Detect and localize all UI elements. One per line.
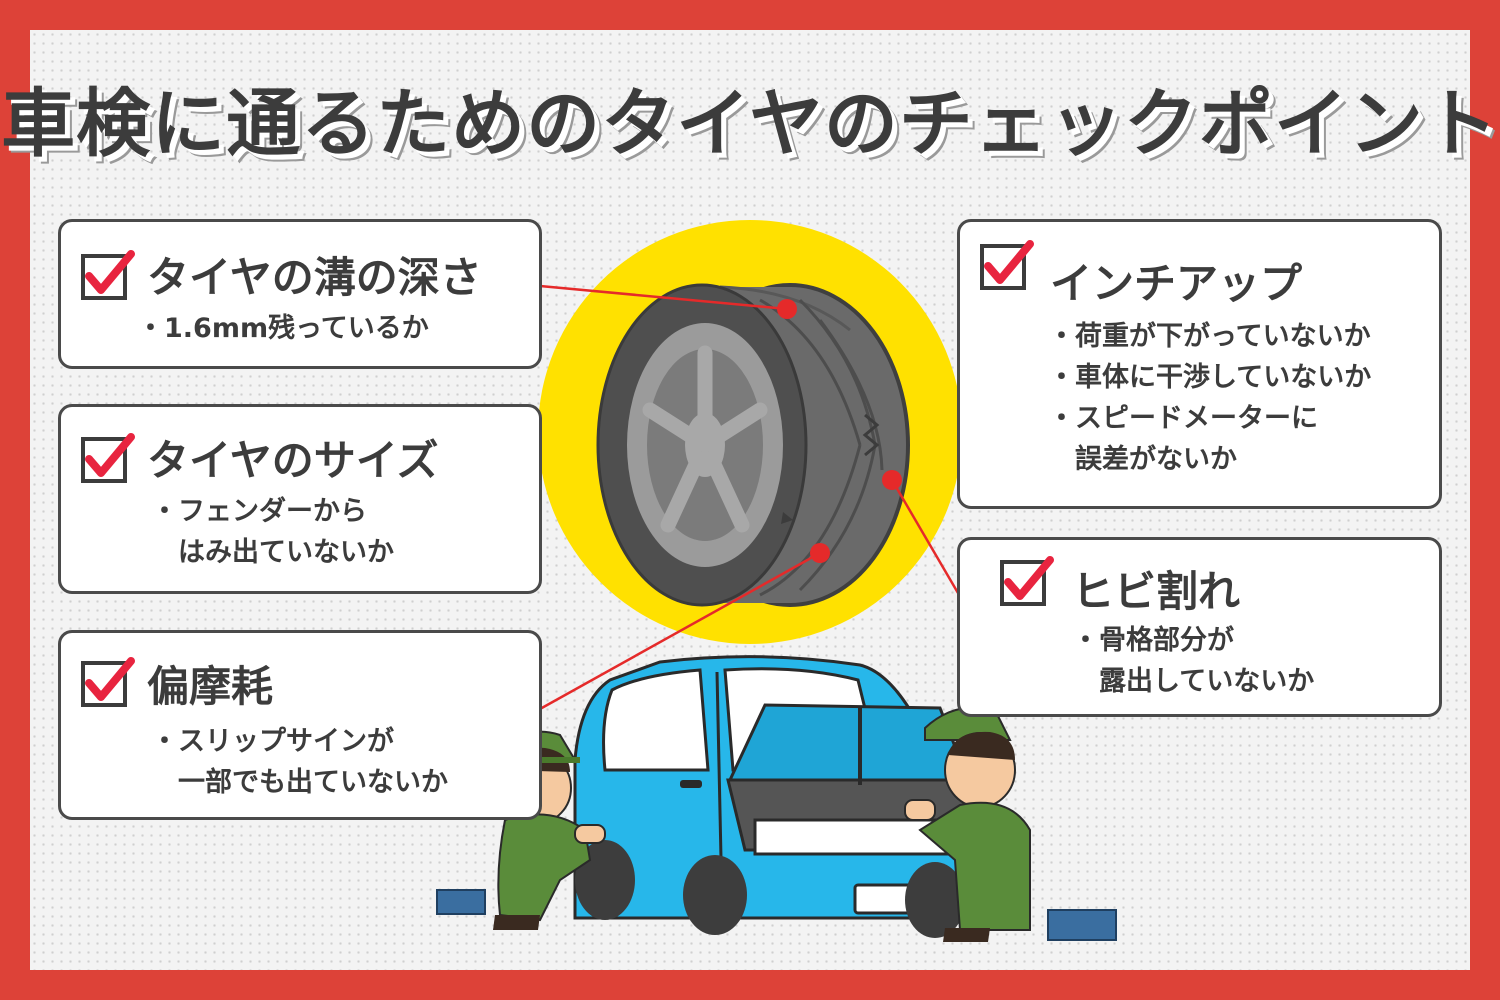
list-item: 誤差がないか bbox=[1075, 444, 1237, 475]
mechanic-icon bbox=[904, 706, 1117, 942]
checkbox-icon bbox=[81, 657, 135, 707]
card-groove-depth: タイヤの溝の深さ 1.6mm残っているか bbox=[58, 219, 542, 369]
page-title: 車検に通るためのタイヤのチェックポイント bbox=[1, 81, 1499, 167]
list-item: 車体に干渉していないか bbox=[1048, 357, 1371, 398]
list-item: スピードメーターに bbox=[1048, 398, 1371, 439]
card-list: 骨格部分が 露出していないか bbox=[1072, 620, 1314, 702]
connector-lines bbox=[539, 284, 960, 711]
toolbox-icon bbox=[436, 889, 486, 915]
list-item: はみ出ていないか bbox=[178, 537, 394, 568]
tire-icon bbox=[596, 283, 910, 607]
card-heading: 偏摩耗 bbox=[147, 662, 274, 711]
point-uneven-wear bbox=[810, 543, 830, 563]
card-heading: タイヤの溝の深さ bbox=[147, 253, 482, 302]
point-groove-depth bbox=[777, 299, 797, 319]
checkbox-icon bbox=[1000, 556, 1054, 606]
card-crack: ヒビ割れ 骨格部分が 露出していないか bbox=[957, 537, 1442, 717]
card-heading: タイヤのサイズ bbox=[147, 436, 439, 485]
car-icon bbox=[573, 655, 987, 938]
card-list: 1.6mm残っているか bbox=[137, 308, 429, 349]
card-inch-up: インチアップ 荷重が下がっていないか 車体に干渉していないか スピードメーターに… bbox=[957, 219, 1442, 509]
card-heading: インチアップ bbox=[1050, 259, 1303, 308]
point-crack bbox=[882, 470, 902, 490]
list-item: フェンダーから bbox=[151, 491, 394, 532]
list-item: 骨格部分が bbox=[1072, 620, 1314, 661]
toolbox-icon bbox=[1047, 909, 1117, 941]
card-tire-size: タイヤのサイズ フェンダーから はみ出ていないか bbox=[58, 404, 542, 594]
card-list: フェンダーから はみ出ていないか bbox=[151, 491, 394, 573]
list-item: 露出していないか bbox=[1099, 666, 1315, 697]
list-item: 一部でも出ていないか bbox=[178, 767, 448, 798]
checkbox-icon bbox=[81, 433, 135, 483]
card-heading: ヒビ割れ bbox=[1072, 567, 1241, 616]
list-item: スリップサインが bbox=[151, 721, 448, 762]
card-list: スリップサインが 一部でも出ていないか bbox=[151, 721, 448, 803]
checkbox-icon bbox=[980, 240, 1034, 290]
list-item: 荷重が下がっていないか bbox=[1048, 316, 1371, 357]
list-item: 1.6mm残っているか bbox=[137, 308, 429, 349]
card-uneven-wear: 偏摩耗 スリップサインが 一部でも出ていないか bbox=[58, 630, 542, 820]
card-list: 荷重が下がっていないか 車体に干渉していないか スピードメーターに 誤差がないか bbox=[1048, 316, 1371, 480]
checkbox-icon bbox=[81, 250, 135, 300]
